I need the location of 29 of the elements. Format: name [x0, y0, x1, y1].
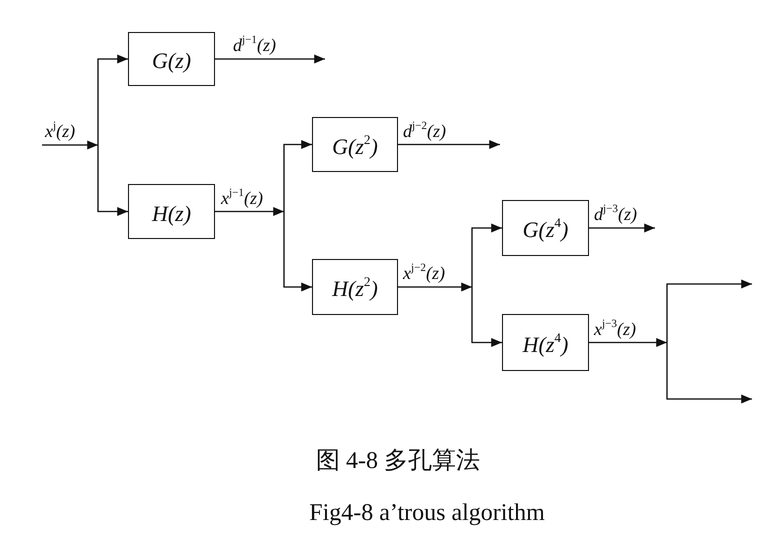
- figure-caption: Fig4-8 a’trous algorithm: [309, 499, 545, 528]
- arrow: [398, 282, 472, 292]
- filter-block: [128, 32, 215, 86]
- arrow: [283, 140, 312, 212]
- filter-block: [312, 117, 398, 172]
- arrow: [215, 54, 325, 64]
- transfer-function: G(z): [152, 47, 192, 74]
- arrow: [42, 140, 98, 150]
- filter-block: [128, 184, 215, 239]
- arrow: [398, 140, 500, 149]
- transfer-function: H(z$^{4}$): [522, 328, 568, 358]
- filter-block: [312, 259, 398, 315]
- transfer-function: H(z$^{2}$): [332, 273, 378, 302]
- arrow: [589, 224, 655, 232]
- transfer-function: G(z$^{2}$): [332, 130, 378, 160]
- arrow: [215, 207, 284, 216]
- filter-block: [502, 200, 589, 256]
- arrow: [589, 338, 667, 347]
- arrow: [97, 54, 128, 145]
- arrow: [471, 287, 502, 347]
- arrow: [97, 145, 128, 216]
- figure-caption: 图 4-8 多孔算法: [316, 447, 480, 476]
- filter-block: [502, 314, 589, 371]
- arrow: [666, 342, 752, 404]
- arrow: [283, 212, 312, 292]
- arrow: [666, 280, 752, 342]
- transfer-function: G(z$^{4}$): [522, 214, 568, 243]
- arrow: [471, 224, 502, 287]
- transfer-function: H(z): [152, 200, 192, 226]
